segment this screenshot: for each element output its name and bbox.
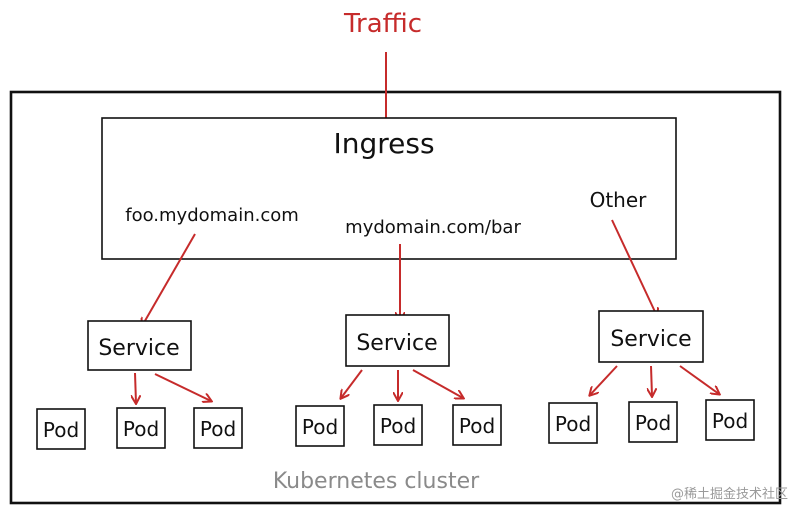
service-box-2	[345, 314, 450, 367]
service1-pod-arrow-2	[154, 373, 211, 401]
pod-box-2	[116, 407, 166, 449]
pod-label-2: Pod	[123, 417, 159, 441]
route-other: Other	[590, 188, 648, 212]
service-label-1: Service	[98, 336, 179, 361]
ingress-label: Ingress	[333, 127, 434, 160]
traffic-label: Traffic	[343, 9, 422, 39]
kubernetes-cluster-boundary	[9, 90, 782, 505]
service3-pod-arrow-2	[651, 365, 652, 396]
service-box-1	[87, 320, 192, 371]
service3-pod-arrow-3	[679, 365, 719, 394]
pod-box-7	[548, 402, 598, 444]
pod-label-9: Pod	[712, 409, 748, 433]
pod-label-3: Pod	[200, 417, 236, 441]
service3-pod-arrow-1	[590, 365, 618, 395]
service2-pod-arrow-3	[412, 369, 463, 398]
route-domain-bar: mydomain.com/bar	[345, 217, 521, 238]
pod-label-5: Pod	[380, 414, 416, 438]
pod-box-9	[705, 399, 755, 441]
pod-box-8	[628, 401, 678, 443]
service-label-3: Service	[610, 327, 691, 352]
pod-box-3	[193, 407, 243, 449]
pod-label-6: Pod	[459, 414, 495, 438]
service2-pod-arrow-1	[341, 369, 363, 398]
pod-box-6	[452, 404, 502, 446]
ingress-box	[101, 117, 677, 260]
pod-label-1: Pod	[43, 418, 79, 442]
service1-pod-arrow-1	[135, 372, 136, 403]
pod-box-5	[373, 404, 423, 446]
pod-label-8: Pod	[635, 411, 671, 435]
route-arrow-other	[611, 219, 657, 316]
watermark-text: @稀土掘金技术社区	[671, 486, 788, 502]
pod-label-7: Pod	[555, 412, 591, 436]
pod-label-4: Pod	[302, 415, 338, 439]
pod-box-4	[295, 405, 345, 447]
pod-box-1	[36, 408, 86, 450]
service-label-2: Service	[356, 331, 437, 356]
cluster-label: Kubernetes cluster	[273, 469, 480, 494]
service-box-3	[598, 310, 704, 363]
route-arrow-foo	[142, 233, 196, 326]
route-foo-domain: foo.mydomain.com	[125, 205, 299, 226]
